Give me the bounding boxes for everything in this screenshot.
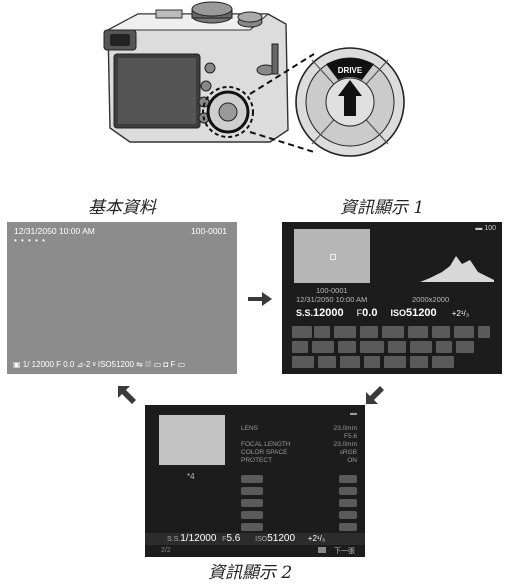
datetime: 12/31/2050 10:00 AM xyxy=(296,295,368,304)
right-arrow-icon xyxy=(248,292,272,306)
exposure-row: S.S.1/12000 F5.6 ISO51200 +2¹/₃ xyxy=(145,533,365,545)
image-size: 2000x2000 xyxy=(412,295,450,304)
datetime: 12/31/2050 10:00 AM xyxy=(14,226,95,236)
star-count: *4 xyxy=(187,472,195,481)
frame-number: 100-0001 xyxy=(316,286,348,295)
thumbnail xyxy=(159,415,225,465)
info-display-1-screen: ▬ 100 100-0001 12/31/2050 10:00 AM 2000x… xyxy=(282,222,502,374)
next-hint: 下一張 xyxy=(318,546,355,556)
drive-label: DRIVE xyxy=(338,66,363,75)
status-line: ▣ 1/ 12000 F 0.0 ⊿-2 ᵍ ISO51200 ⇋ ⛆ ▭ ◘ … xyxy=(13,360,186,369)
thumbnail xyxy=(294,229,370,283)
settings-grid xyxy=(292,326,492,370)
caption-info2: 資訊顯示 2 xyxy=(208,563,293,583)
camera-illustration: DRIVE xyxy=(103,1,405,157)
histogram xyxy=(420,256,494,282)
battery-icon: ▬ 100 xyxy=(475,225,496,232)
battery-icon: ▬ xyxy=(350,410,357,417)
frame-number: 100-0001 xyxy=(191,226,227,236)
up-left-arrow-icon xyxy=(118,386,136,404)
rating-stars: • • • • • xyxy=(14,236,46,245)
page-indicator: 2/2 xyxy=(161,547,171,554)
exposure-row: S.S.12000 F0.0 ISO51200 +2¹/₃ xyxy=(296,307,469,319)
camera-icon xyxy=(103,1,289,143)
caption-basic: 基本資料 xyxy=(88,198,156,218)
down-left-arrow-icon xyxy=(366,386,384,404)
play-icon xyxy=(318,547,326,553)
up-arrow-icon xyxy=(338,80,362,116)
basic-info-screen: 12/31/2050 10:00 AM 100-0001 • • • • • ▣… xyxy=(7,222,237,374)
detail-row: F5.6 xyxy=(343,433,357,440)
caption-info1: 資訊顯示 1 xyxy=(340,198,425,218)
